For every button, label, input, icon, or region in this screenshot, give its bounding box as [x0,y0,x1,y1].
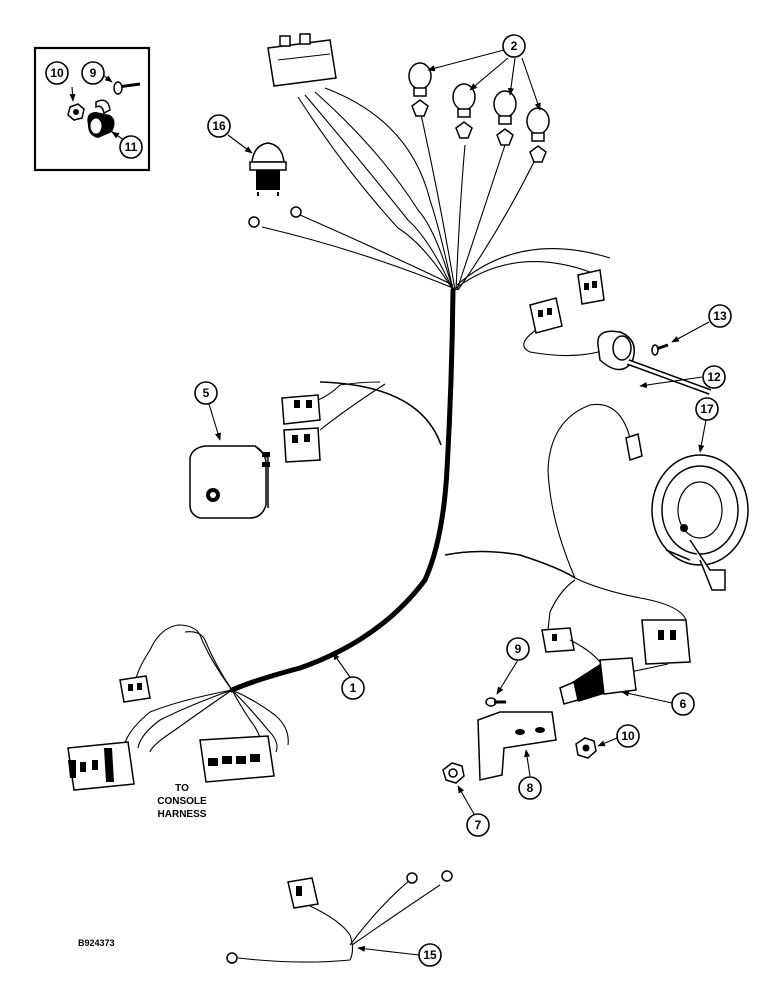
pressure-switch-part [541,577,691,705]
indicator-light-part [249,142,287,196]
temperature-sensor-part [597,330,712,395]
horn-lead [547,403,643,579]
callout-10: 10 [597,724,640,748]
svg-text:9: 9 [515,642,522,656]
callout-inset-9: 9 [81,61,105,85]
callout-5: 5 [194,381,221,441]
callout-16: 16 [207,114,253,154]
callout-inset-10: 10 [45,61,69,85]
bracket-part [477,711,557,781]
svg-text:TO: TO [175,783,189,794]
callout-6: 6 [621,690,695,716]
callout-12: 12 [639,365,726,389]
callout-1: 1 [332,652,365,700]
svg-text:CONSOLE: CONSOLE [157,796,207,807]
callout-7: 7 [457,785,490,837]
hex-nut-part [442,762,465,784]
svg-text:16: 16 [212,119,226,133]
svg-text:12: 12 [707,370,721,384]
inset-screw-part [113,81,141,95]
relay-socket-part [267,33,337,87]
svg-text:10: 10 [50,66,64,80]
svg-text:11: 11 [125,140,138,154]
console-harness-note: TO CONSOLE HARNESS [157,783,207,820]
lock-nut-part [575,737,597,759]
console-harness-branch [67,624,289,791]
svg-text:HARNESS: HARNESS [158,809,207,820]
bulb-2-part [452,83,476,139]
bulb-3-part [493,90,517,146]
callout-17: 17 [695,397,719,453]
svg-text:9: 9 [90,66,97,80]
ring-terminals-upper [248,206,302,228]
bulb-group [408,62,550,163]
horn-part [651,454,749,591]
bulb-4-part [526,107,550,163]
inset-nut-part [67,103,85,121]
callout-8: 8 [518,749,542,800]
svg-text:7: 7 [475,818,482,832]
svg-text:6: 6 [680,697,687,711]
svg-text:10: 10 [621,729,635,743]
callout-inset-11: 11 [119,135,143,159]
callout-15: 15 [357,943,442,967]
svg-text:15: 15 [423,948,437,962]
screw-part [485,697,506,707]
svg-text:2: 2 [511,39,518,53]
inset-clamp-part [87,99,115,138]
switch-connectors [281,381,386,463]
upper-right-connectors [523,269,606,357]
figure-code: B924373 [78,938,115,948]
callout-9: 9 [496,637,530,695]
jumper-harness-part [226,870,453,964]
svg-text:8: 8 [527,781,534,795]
main-harness-trunk [229,287,576,693]
svg-text:5: 5 [203,386,210,400]
bulb-1-part [408,62,432,117]
upper-wire-fan [261,87,611,291]
svg-text:17: 17 [700,402,714,416]
svg-text:13: 13 [713,309,727,323]
callout-2: 2 [427,34,541,111]
rotary-switch-part [189,445,270,519]
callout-13: 13 [671,304,732,343]
svg-text:1: 1 [350,681,357,695]
small-screw-part [651,343,669,356]
